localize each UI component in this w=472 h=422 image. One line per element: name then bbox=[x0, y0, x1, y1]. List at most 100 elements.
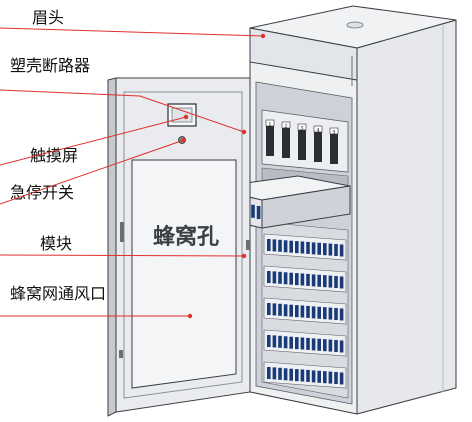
module-cell bbox=[323, 307, 327, 320]
breaker-1 bbox=[266, 124, 274, 156]
pulled-module-side bbox=[261, 185, 351, 229]
module-cell bbox=[272, 367, 277, 380]
module-cell bbox=[272, 239, 277, 252]
door-edge bbox=[107, 77, 117, 417]
module-cell bbox=[267, 303, 271, 315]
module-cell bbox=[323, 243, 327, 256]
breaker-3 bbox=[298, 128, 306, 160]
label-emergency-stop: 急停开关 bbox=[10, 183, 75, 202]
module-cell bbox=[272, 271, 277, 284]
module-cell bbox=[289, 368, 293, 381]
module-cell bbox=[334, 244, 338, 256]
module-cell bbox=[311, 242, 316, 255]
top-cable-hole bbox=[346, 21, 364, 29]
module-cell bbox=[295, 273, 299, 286]
module-cell bbox=[300, 305, 305, 318]
module-cell bbox=[267, 271, 271, 283]
breaker-5 bbox=[330, 132, 338, 164]
breaker-2 bbox=[282, 126, 290, 158]
leader-touch-screen bbox=[0, 116, 187, 166]
module-cell bbox=[283, 304, 288, 317]
module-cell bbox=[339, 276, 344, 289]
brow-header-panel bbox=[249, 27, 358, 81]
breaker-2-number: 2 bbox=[284, 124, 287, 130]
module-cell bbox=[311, 338, 316, 351]
label-touch-screen: 触摸屏 bbox=[30, 146, 79, 165]
leader-dot-honeycomb-vent bbox=[187, 313, 193, 319]
module-cell bbox=[300, 337, 305, 350]
module-cell bbox=[317, 242, 321, 255]
breaker-3-number: 3 bbox=[300, 126, 303, 132]
pulled-module-cell bbox=[251, 204, 255, 218]
module-cell bbox=[278, 303, 282, 316]
module-cell bbox=[295, 337, 299, 350]
honeycomb-vent-panel bbox=[131, 159, 237, 389]
leader-brow-header bbox=[0, 27, 264, 37]
module-cell bbox=[267, 335, 271, 347]
module-cell bbox=[334, 340, 338, 352]
breaker-4-number: 4 bbox=[316, 128, 319, 134]
module-cell bbox=[267, 367, 271, 379]
leader-dot-touch-screen bbox=[183, 114, 189, 120]
module-cell bbox=[317, 274, 321, 287]
breaker-4-tag-box bbox=[313, 125, 323, 133]
leader-module bbox=[0, 254, 245, 257]
module-cell bbox=[317, 306, 321, 319]
module-cell bbox=[339, 340, 344, 353]
module-cell bbox=[306, 305, 310, 318]
module-cell bbox=[300, 273, 305, 286]
module-cell bbox=[323, 275, 327, 288]
module-cell bbox=[267, 239, 271, 251]
door-handle bbox=[120, 222, 124, 242]
frame-hinge bbox=[246, 240, 250, 250]
module-cell bbox=[334, 372, 338, 384]
module-cell bbox=[334, 308, 338, 320]
label-brow-header: 眉头 bbox=[32, 8, 65, 27]
module-cell bbox=[295, 305, 299, 318]
module-cell bbox=[328, 275, 333, 288]
cabinet-side-panel bbox=[356, 19, 457, 415]
breaker-2-tag-box bbox=[281, 121, 291, 129]
module-cell bbox=[283, 240, 288, 253]
module-cell bbox=[339, 372, 344, 385]
module-cell bbox=[278, 367, 282, 380]
module-cell bbox=[278, 239, 282, 252]
leader-dot-emergency-stop bbox=[181, 137, 187, 143]
module-cell bbox=[295, 369, 299, 382]
module-cell bbox=[311, 274, 316, 287]
breaker-5-number: 5 bbox=[332, 130, 335, 136]
module-cell bbox=[334, 276, 338, 288]
module-cell bbox=[289, 272, 293, 285]
module-cell bbox=[283, 336, 288, 349]
module-cell bbox=[283, 272, 288, 285]
module-cell bbox=[328, 307, 333, 320]
leader-mccb bbox=[0, 89, 245, 133]
module-cell bbox=[272, 303, 277, 316]
label-module: 模块 bbox=[40, 234, 73, 253]
module-cell bbox=[306, 337, 310, 350]
module-cell bbox=[306, 273, 310, 286]
module-cell bbox=[311, 370, 316, 383]
pulled-module-cell bbox=[256, 206, 261, 219]
breaker-3-tag-box bbox=[297, 123, 307, 131]
module-cell bbox=[339, 308, 344, 321]
leader-dot-mccb bbox=[241, 129, 247, 135]
module-cell bbox=[272, 335, 277, 348]
door-honeycomb-text: 蜂窝孔 bbox=[153, 224, 219, 250]
module-cell bbox=[306, 369, 310, 382]
module-cell bbox=[311, 306, 316, 319]
module-cell bbox=[323, 371, 327, 384]
module-cell bbox=[328, 371, 333, 384]
module-cell bbox=[289, 240, 293, 253]
module-cell bbox=[328, 339, 333, 352]
module-cell bbox=[300, 369, 305, 382]
label-honeycomb-vent: 蜂窝网通风口 bbox=[10, 284, 107, 303]
breaker-5-tag-box bbox=[329, 127, 339, 135]
module-cell bbox=[306, 241, 310, 254]
leader-lines bbox=[0, 27, 264, 317]
module-cell bbox=[283, 368, 288, 381]
module-cell bbox=[295, 241, 299, 254]
leader-endpoints bbox=[181, 33, 266, 319]
